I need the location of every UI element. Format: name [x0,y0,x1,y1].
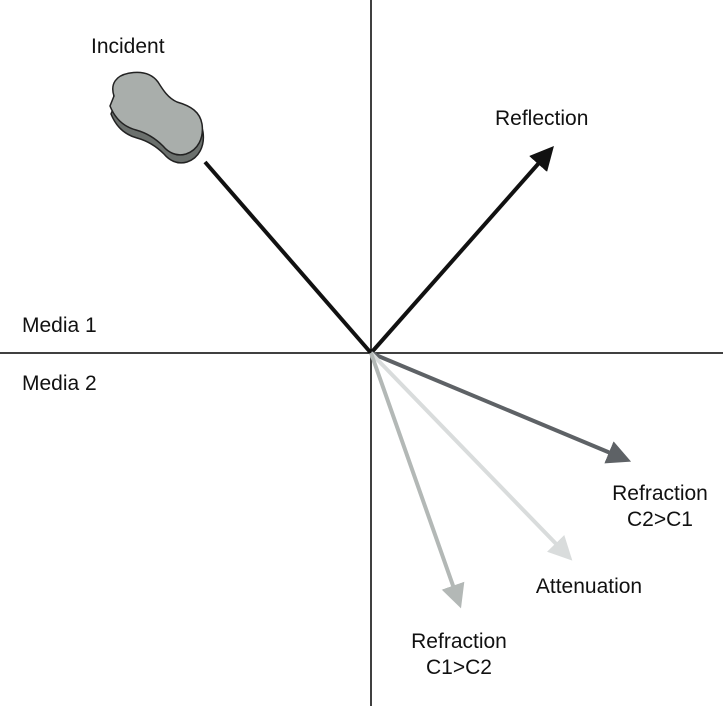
attenuation-ray [369,351,573,561]
refraction-c2-label-line2: C2>C1 [627,508,693,531]
refraction-c1-label-line2: C1>C2 [426,656,492,679]
reflection-ray [369,146,554,355]
refraction-c1-label-line1: Refraction [411,630,507,653]
reflection-label: Reflection [495,107,588,130]
incident-label: Incident [91,35,165,58]
media-1-label: Media 1 [22,314,97,337]
ultrasound-probe-icon [109,71,205,164]
incident-ray [203,160,373,355]
refraction-c2-label-line1: Refraction [612,482,708,505]
media-2-label: Media 2 [22,372,97,395]
refraction-c1-gt-c2-ray [369,352,465,609]
refraction-c2-gt-c1-ray [370,351,632,464]
attenuation-label: Attenuation [536,575,642,598]
